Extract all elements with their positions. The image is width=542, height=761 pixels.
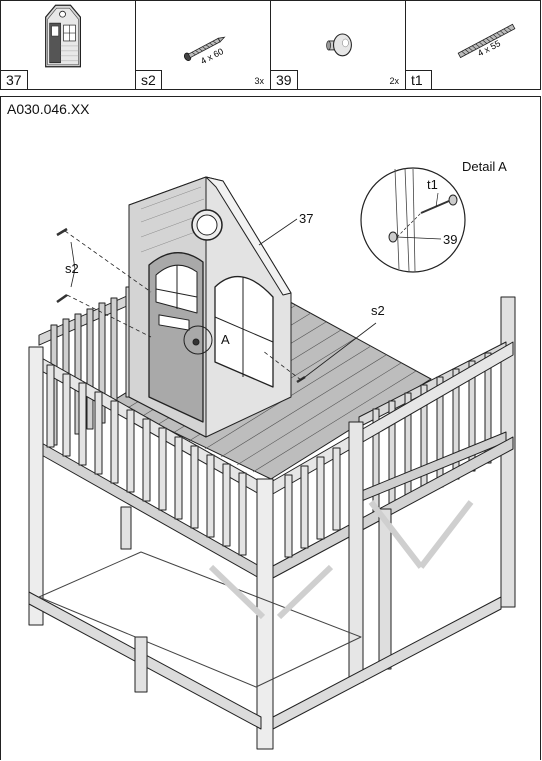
part-code: 39 [271,70,298,89]
part-cell-39: 39 2x [271,1,406,89]
knob-icon [326,33,352,57]
assembly-illustration: 37 s2 s2 A Detail A t1 39 [28,159,516,750]
callout-knob-39: 39 [443,232,457,247]
assembly-drawing-frame: 37 s2 s2 A Detail A t1 39 A030.046.XX [0,96,541,760]
callout-threaded-rod-t1: t1 [427,177,438,192]
callout-wall-37: 37 [299,211,313,226]
callout-screws-left: s2 [65,261,79,276]
part-quantity: 3x [254,76,264,86]
part-code: s2 [136,70,162,89]
playhouse-wall-icon [45,4,82,68]
parts-list: 37 4 x 60 s2 3x [0,0,541,90]
part-cell-s2: 4 x 60 s2 3x [136,1,271,89]
part-code: 37 [1,70,28,89]
part-cell-t1: 4 x 55 t1 [406,1,540,89]
callout-screws-right: s2 [371,303,385,318]
reference-code: A030.046.XX [7,101,90,117]
part-cell-37: 37 [1,1,136,89]
screw-icon: 4 x 60 [183,36,226,66]
callout-detail-marker: A [221,332,230,347]
detail-a-title: Detail A [462,159,507,174]
threaded-rod-icon: 4 x 55 [457,23,516,58]
part-quantity: 2x [389,76,399,86]
part-code: t1 [406,70,432,89]
